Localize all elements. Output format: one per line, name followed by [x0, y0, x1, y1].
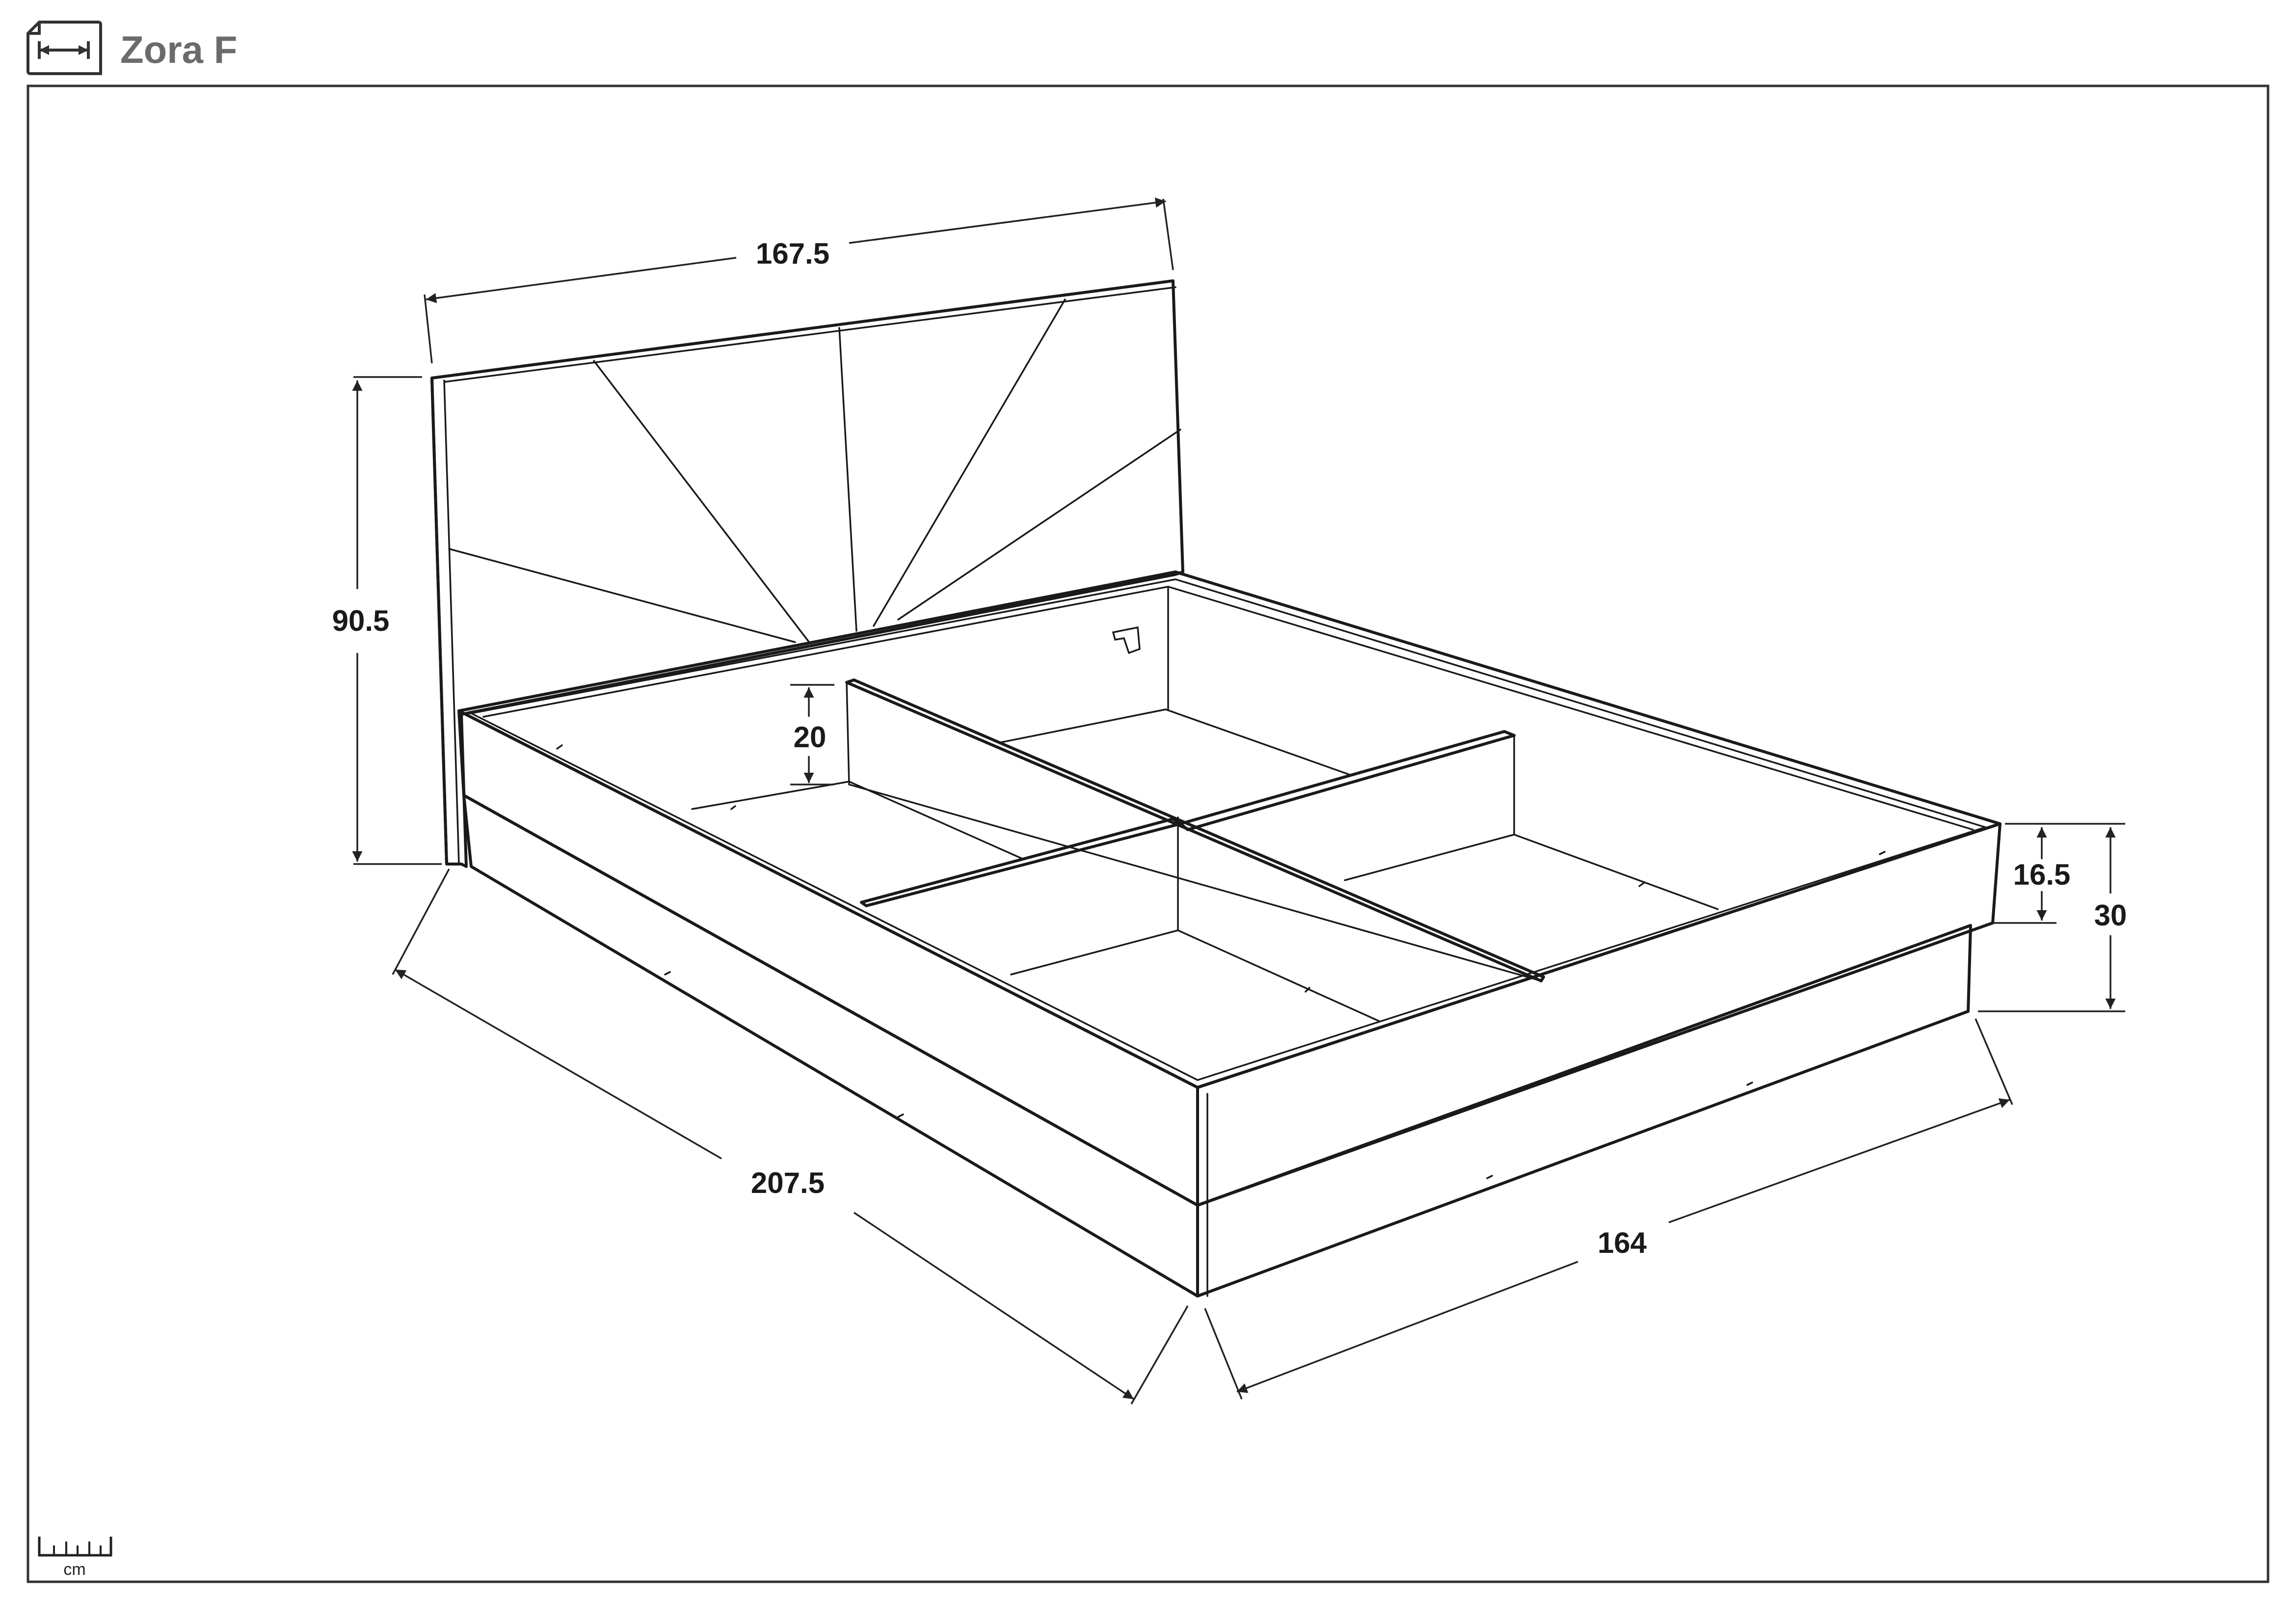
cross-divider-back	[1179, 730, 1516, 831]
dim-compartment-depth: 20	[790, 684, 834, 785]
cross-divider-front	[860, 817, 1182, 907]
lift-bracket	[1112, 626, 1141, 654]
dim-headboard-height: 90.5	[332, 376, 442, 865]
dim-label-207-5: 207.5	[751, 1166, 825, 1199]
plinth-left	[462, 794, 1199, 1298]
center-divider	[845, 678, 1545, 982]
dim-label-90-5: 90.5	[332, 604, 390, 637]
unit-label: cm	[63, 1560, 85, 1579]
plinth-front	[1196, 924, 1972, 1298]
dim-label-167-5: 167.5	[756, 237, 829, 270]
dim-label-164: 164	[1598, 1226, 1647, 1259]
headboard	[430, 279, 1184, 868]
page-title: Zora F	[120, 28, 237, 71]
scale-ruler-icon	[38, 1537, 112, 1557]
dim-bed-length: 207.5	[392, 868, 1189, 1405]
dim-label-20: 20	[794, 721, 827, 754]
dimension-ruler-icon	[27, 21, 102, 75]
dim-label-30: 30	[2094, 899, 2127, 932]
dim-frame-heights: 16.5 30	[1978, 823, 2127, 1012]
drawing-border	[27, 84, 2269, 1583]
bed-drawing	[430, 279, 2002, 1298]
dim-bed-width: 164	[1204, 1018, 2013, 1400]
dim-headboard-width: 167.5	[424, 197, 1174, 364]
dim-label-16-5: 16.5	[2013, 858, 2071, 891]
